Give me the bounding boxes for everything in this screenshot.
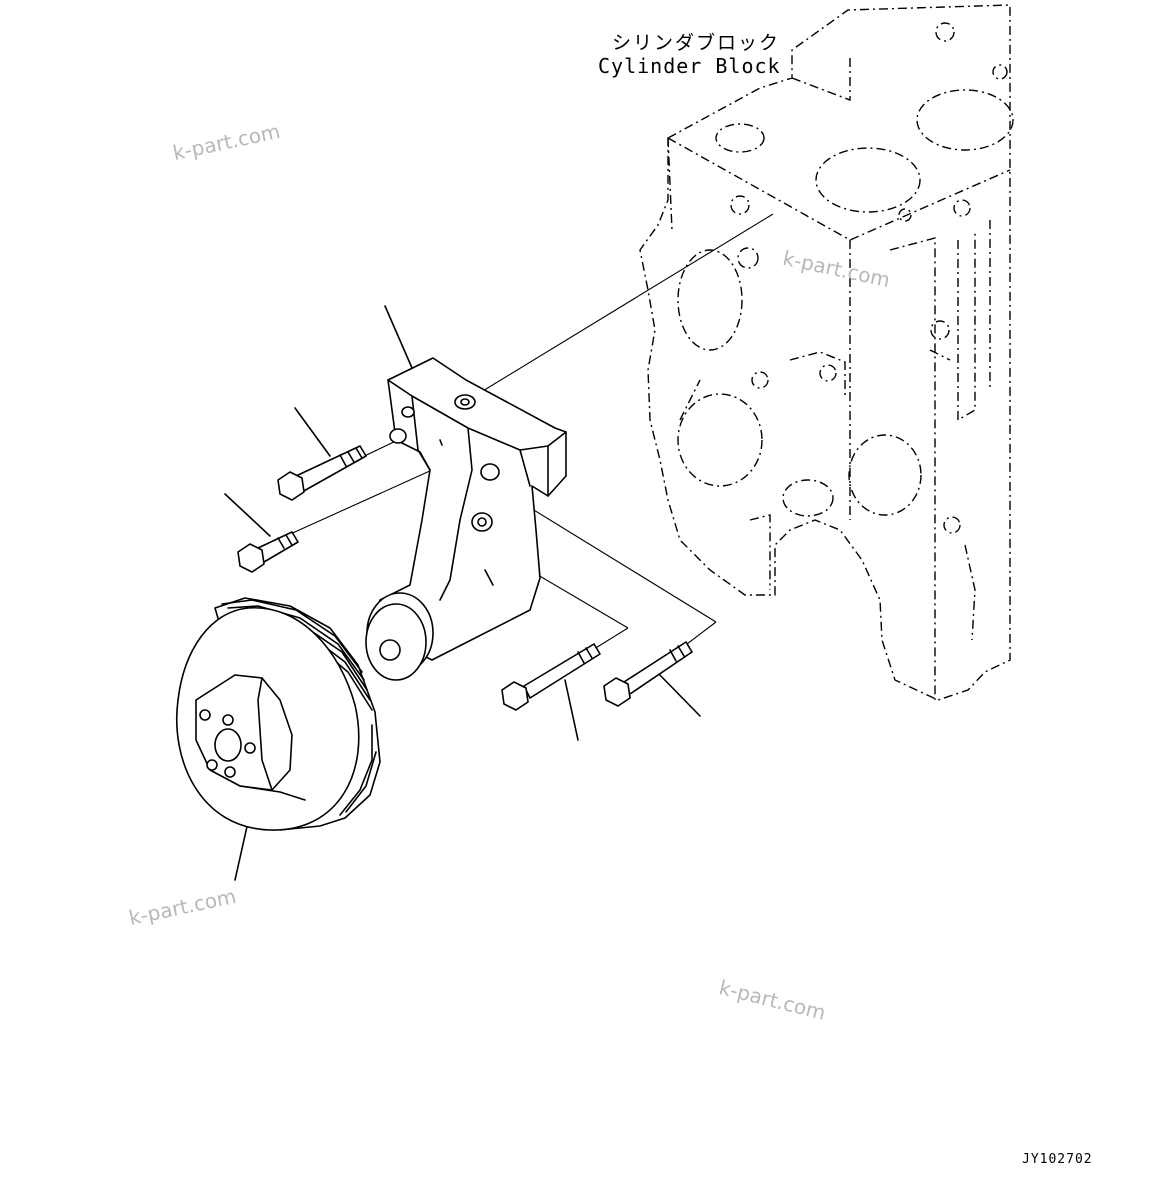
cylinder-block-label-en: Cylinder Block <box>598 54 781 78</box>
pulley <box>176 597 381 831</box>
bolt-upper-left <box>277 445 367 501</box>
bolt-lower-right <box>603 641 693 707</box>
idler-bracket <box>365 357 567 681</box>
cylinder-block <box>639 4 1014 701</box>
cylinder-block-label-jp: シリンダブロック <box>612 32 781 54</box>
callout-leaders <box>224 305 701 881</box>
bolt-lower-middle <box>501 643 601 711</box>
drawing-number: JY102702 <box>1022 1152 1093 1167</box>
bolt-lower-left <box>237 531 299 573</box>
